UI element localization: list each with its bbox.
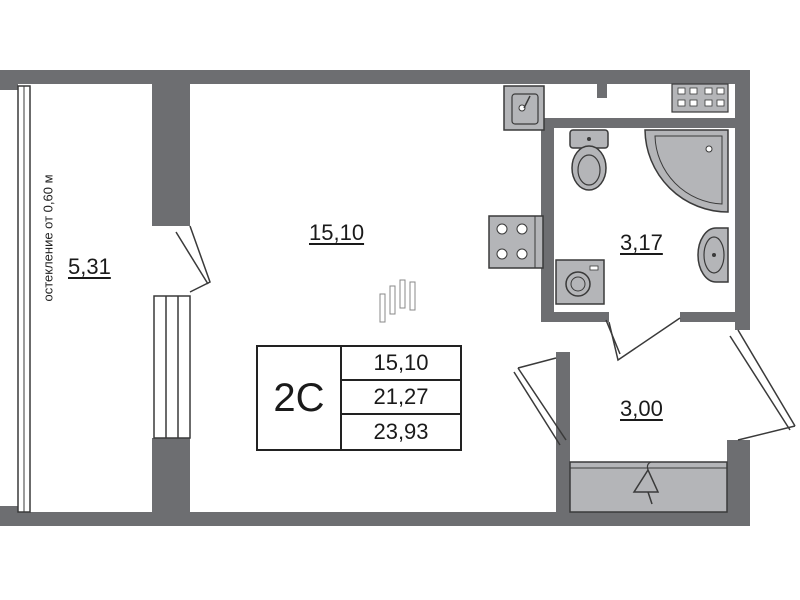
radiator-icon — [379, 279, 416, 323]
toilet-icon — [569, 129, 609, 191]
washbasin-icon — [697, 227, 729, 283]
main-room-area: 15,10 — [309, 220, 365, 245]
living-area-value: 15,10 — [342, 347, 460, 381]
entrance-door — [513, 329, 796, 446]
apartment-type: 2С — [258, 347, 342, 449]
shower-icon — [644, 129, 729, 213]
walls — [0, 70, 750, 526]
balcony-area: 5,31 — [68, 254, 111, 279]
washing-machine-icon — [555, 259, 605, 305]
area-summary-table: 2С 15,10 21,27 23,93 — [256, 345, 462, 451]
stove-icon — [488, 215, 544, 269]
window-icon — [17, 85, 31, 513]
sink-icon — [503, 85, 545, 131]
bathroom-area: 3,17 — [620, 230, 663, 255]
total-area-with-balcony-value: 23,93 — [373, 419, 429, 444]
bathroom-door — [605, 317, 681, 362]
balcony-door — [153, 225, 211, 439]
balcony-glazing-note: остекление от 0,60 м — [40, 174, 56, 302]
total-area-value: 21,27 — [342, 381, 460, 415]
hanger-icon — [569, 461, 728, 513]
hallway-area: 3,00 — [620, 396, 663, 421]
cooktop-icon — [671, 83, 729, 113]
